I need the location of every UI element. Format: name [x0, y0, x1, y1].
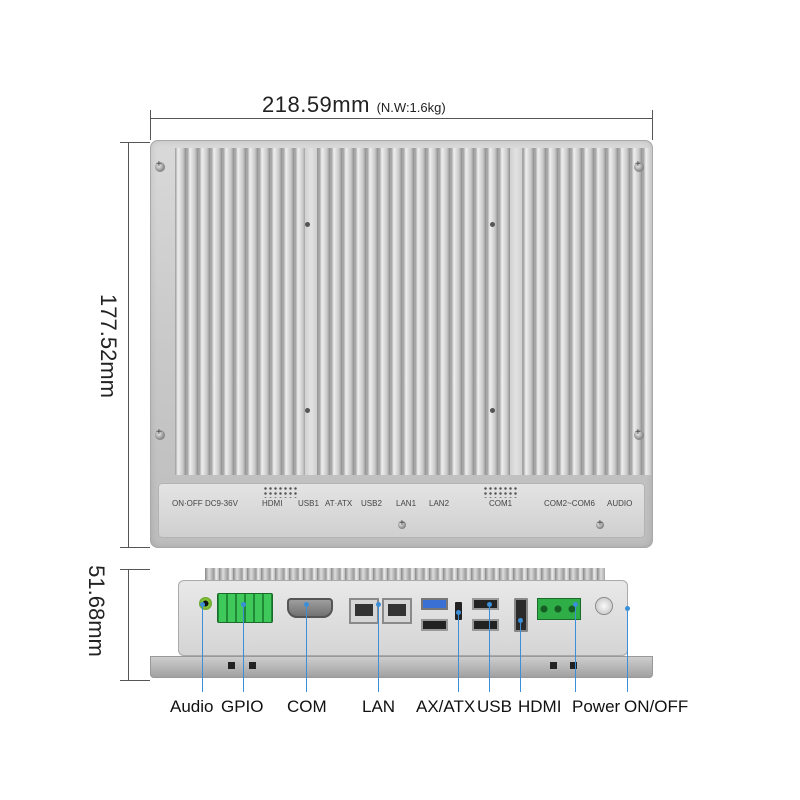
width-dimension-line	[150, 118, 653, 119]
back-panel-view: ON·OFF DC9-36V HDMI USB1 AT·ATX USB2 LAN…	[150, 140, 653, 548]
callout-onoff	[627, 608, 628, 692]
width-value: 218.59mm	[262, 92, 370, 117]
side-heatsink-fins	[205, 568, 605, 582]
callout-gpio	[243, 604, 244, 692]
bezel-slot	[550, 662, 557, 669]
port-label-usb1: USB1	[298, 499, 319, 508]
height-dimension-tick-top	[120, 142, 150, 143]
port-label-dc: DC9-36V	[205, 499, 238, 508]
heatsink-gap	[510, 148, 522, 475]
front-bezel	[150, 656, 653, 678]
screw-icon	[398, 518, 406, 529]
port-label-lan1: LAN1	[396, 499, 417, 508]
com-port	[287, 598, 333, 618]
bezel-slot	[249, 662, 256, 669]
depth-dimension-tick-bottom	[120, 680, 150, 681]
port-label-at-atx: AT·ATX	[325, 499, 353, 508]
label-hdmi: HDMI	[518, 697, 562, 716]
screw-icon	[155, 427, 165, 440]
usb3-port	[421, 598, 448, 610]
label-usb: USB	[477, 697, 512, 716]
screw-icon	[634, 427, 644, 440]
usb-port	[472, 598, 499, 610]
callout-dot	[376, 602, 381, 607]
width-dimension-tick-left	[150, 110, 151, 140]
screw-icon	[634, 159, 644, 172]
height-dimension-tick-bottom	[120, 547, 150, 548]
port-label-com1: COM1	[489, 499, 513, 508]
power-terminal	[537, 598, 581, 620]
callout-dot	[456, 610, 461, 615]
port-label-strip: ON·OFF DC9-36V HDMI USB1 AT·ATX USB2 LAN…	[158, 483, 645, 538]
hdmi-port	[514, 598, 528, 632]
callout-power	[575, 604, 576, 692]
label-onoff: ON/OFF	[624, 697, 689, 716]
label-com: COM	[287, 697, 327, 716]
depth-label: 51.68mm	[84, 565, 109, 657]
label-lan: LAN	[362, 697, 396, 716]
callout-dot	[304, 602, 309, 607]
callout-dot	[518, 618, 523, 623]
callout-dot	[241, 602, 246, 607]
lan-port-2	[382, 598, 412, 624]
port-label-audio: AUDIO	[607, 499, 633, 508]
label-audio: Audio	[170, 697, 214, 716]
screw-icon	[155, 159, 165, 172]
usb-port	[421, 619, 448, 631]
port-label-com2-com6: COM2~COM6	[544, 499, 595, 508]
lan-port-1	[349, 598, 379, 624]
callout-usb	[489, 604, 490, 692]
callout-dot	[625, 606, 630, 611]
vent-holes	[483, 486, 519, 498]
callout-audio	[202, 604, 203, 692]
width-label: 218.59mm (N.W:1.6kg)	[262, 92, 446, 118]
mount-hole	[305, 408, 310, 413]
callout-hdmi	[520, 620, 521, 692]
power-button-icon	[596, 598, 612, 614]
port-label-hdmi: HDMI	[262, 499, 283, 508]
label-ax-atx: AX/ATX	[416, 697, 476, 716]
port-label-usb2: USB2	[361, 499, 382, 508]
heatsink-gap	[305, 148, 317, 475]
depth-dimension-line	[128, 569, 129, 681]
mount-hole	[490, 222, 495, 227]
label-gpio: GPIO	[221, 697, 264, 716]
callout-dot	[487, 602, 492, 607]
label-power: Power	[572, 697, 621, 716]
usb-port	[472, 619, 499, 631]
bezel-slot	[570, 662, 577, 669]
screw-icon	[596, 518, 604, 529]
callout-dot	[573, 602, 578, 607]
weight-value: (N.W:1.6kg)	[376, 100, 446, 115]
callout-com	[306, 604, 307, 692]
io-side-view	[150, 568, 653, 680]
mount-hole	[305, 222, 310, 227]
mount-hole	[490, 408, 495, 413]
width-dimension-tick-right	[652, 110, 653, 140]
gpio-terminal-block	[217, 593, 273, 623]
callout-lan	[378, 604, 379, 692]
vent-holes	[263, 486, 299, 498]
heatsink-fins	[175, 148, 651, 475]
bezel-slot	[228, 662, 235, 669]
callout-dot	[200, 602, 205, 607]
depth-dimension-tick-top	[120, 569, 150, 570]
port-label-onoff: ON·OFF	[172, 499, 203, 508]
height-dimension-line	[128, 142, 129, 547]
port-label-lan2: LAN2	[429, 499, 450, 508]
height-label: 177.52mm	[96, 294, 121, 398]
callout-ax-atx	[458, 612, 459, 692]
